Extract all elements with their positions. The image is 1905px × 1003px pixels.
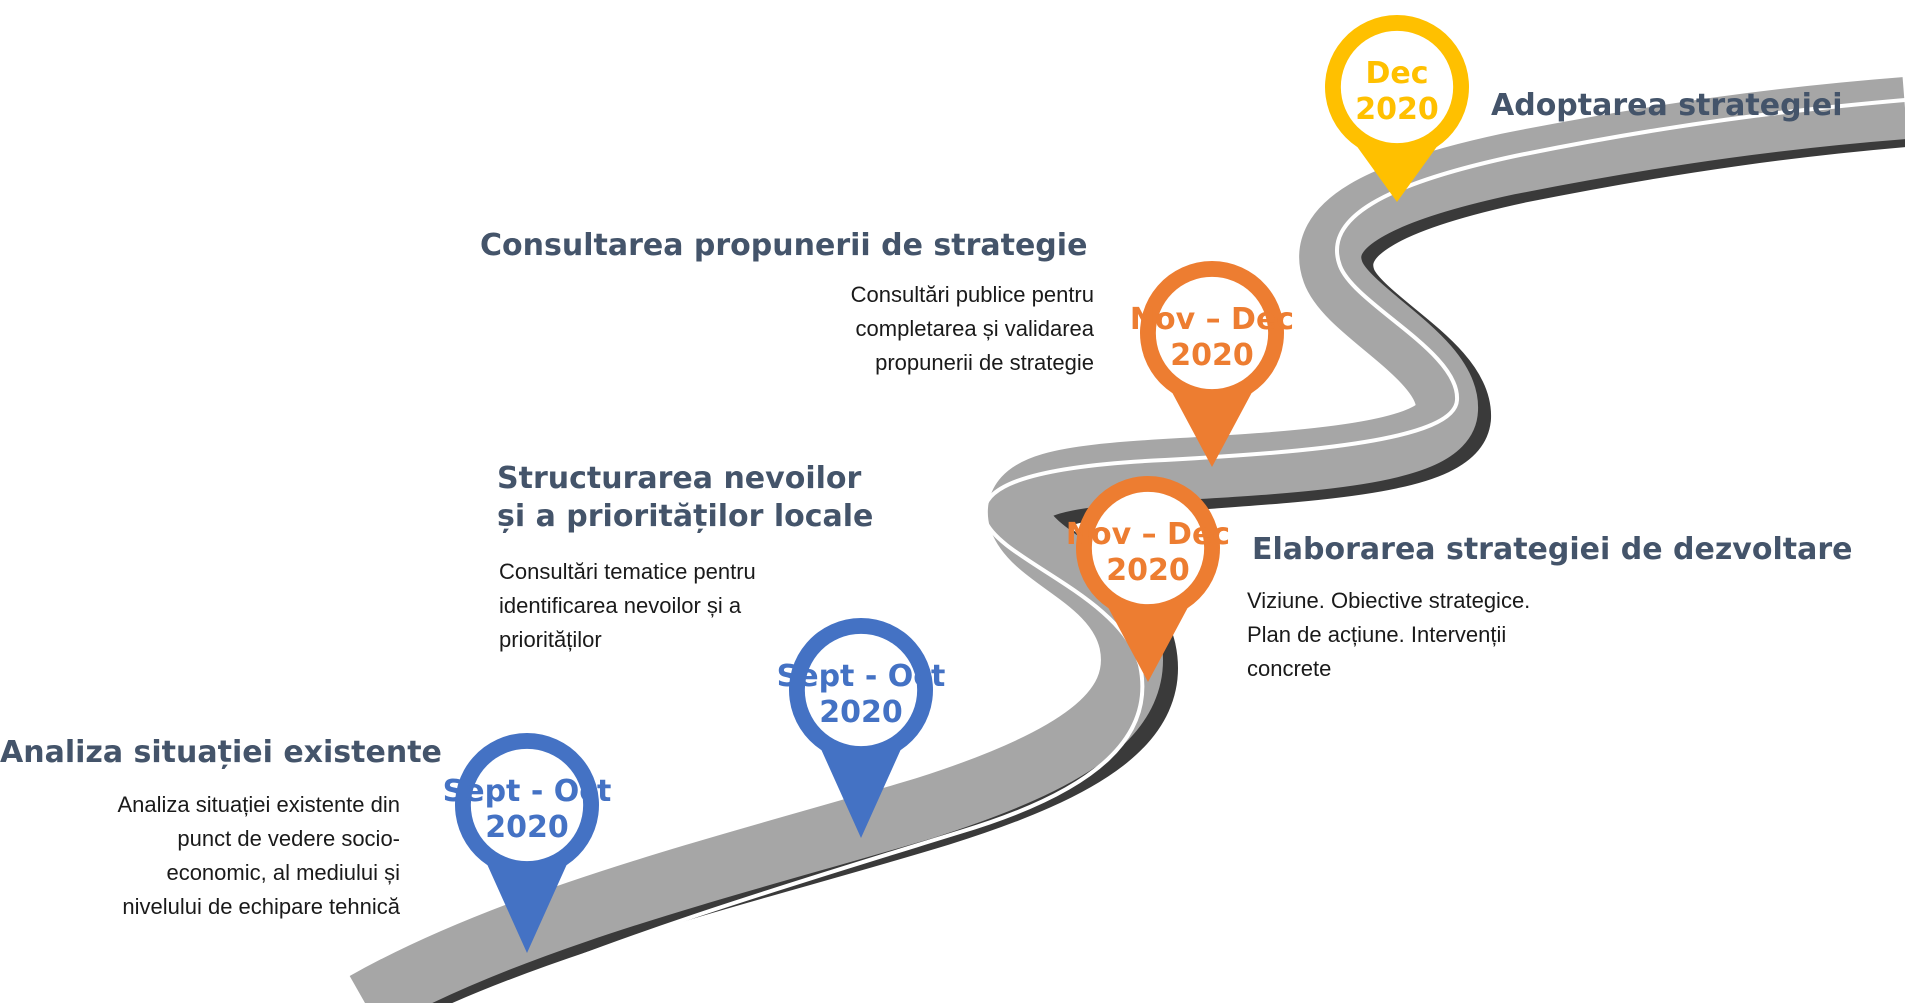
pin-year-label: 2020: [819, 695, 903, 730]
pin-period-label: Sept - Oct: [777, 659, 946, 694]
description-line: propunerii de strategie: [875, 350, 1094, 375]
milestone-description: Viziune. Obiective strategice. Plan de a…: [1247, 584, 1607, 686]
pin-period-label: Nov – Dec: [1130, 302, 1294, 337]
description-line: identificarea nevoilor și a: [499, 593, 742, 618]
pin-year-label: 2020: [1106, 553, 1190, 588]
pin-year-label: 2020: [1355, 92, 1439, 127]
description-line: nivelului de echipare tehnică: [122, 894, 400, 919]
description-line: concrete: [1247, 656, 1332, 681]
description-line: Plan de acțiune. Intervenții: [1247, 622, 1507, 647]
pin-inner-circle: [470, 748, 584, 862]
road: [349, 77, 1905, 1003]
title-line: Structurarea nevoilor: [497, 461, 862, 496]
milestone-title: Analiza situației existente: [0, 735, 442, 770]
description-line: priorităților: [499, 627, 602, 652]
milestone-title: Consultarea propunerii de strategie: [480, 228, 1088, 263]
milestone-description: Consultări publice pentru completarea și…: [760, 278, 1094, 380]
milestone-title: Structurarea nevoilor și a priorităților…: [497, 460, 873, 536]
pin-inner-circle: [804, 633, 918, 747]
milestone-title: Adoptarea strategiei: [1491, 88, 1843, 123]
milestone-title: Elaborarea strategiei de dezvoltare: [1252, 532, 1853, 567]
road-center-line: [463, 98, 1905, 1003]
road-surface: [349, 77, 1905, 1003]
description-line: economic, al mediului și: [166, 860, 400, 885]
pin-period-label: Sept - Oct: [443, 774, 612, 809]
pin-year-label: 2020: [485, 810, 569, 845]
pin-period-label: Dec: [1365, 56, 1428, 91]
description-line: punct de vedere socio-: [177, 826, 400, 851]
description-line: completarea și validarea: [855, 316, 1094, 341]
description-line: Analiza situației existente din: [117, 792, 401, 817]
pin-inner-circle: [1091, 491, 1205, 605]
description-line: Consultări tematice pentru: [499, 559, 756, 584]
title-line: și a priorităților locale: [497, 499, 874, 534]
pin-inner-circle: [1155, 276, 1269, 390]
pin-period-label: Nov – Dec: [1066, 517, 1230, 552]
pin-inner-circle: [1340, 30, 1454, 144]
pin-year-label: 2020: [1170, 338, 1254, 373]
description-line: Consultări publice pentru: [850, 282, 1094, 307]
milestone-description: Consultări tematice pentru identificarea…: [499, 555, 819, 657]
milestone-description: Analiza situației existente din punct de…: [60, 788, 401, 924]
description-line: Viziune. Obiective strategice.: [1247, 588, 1531, 613]
